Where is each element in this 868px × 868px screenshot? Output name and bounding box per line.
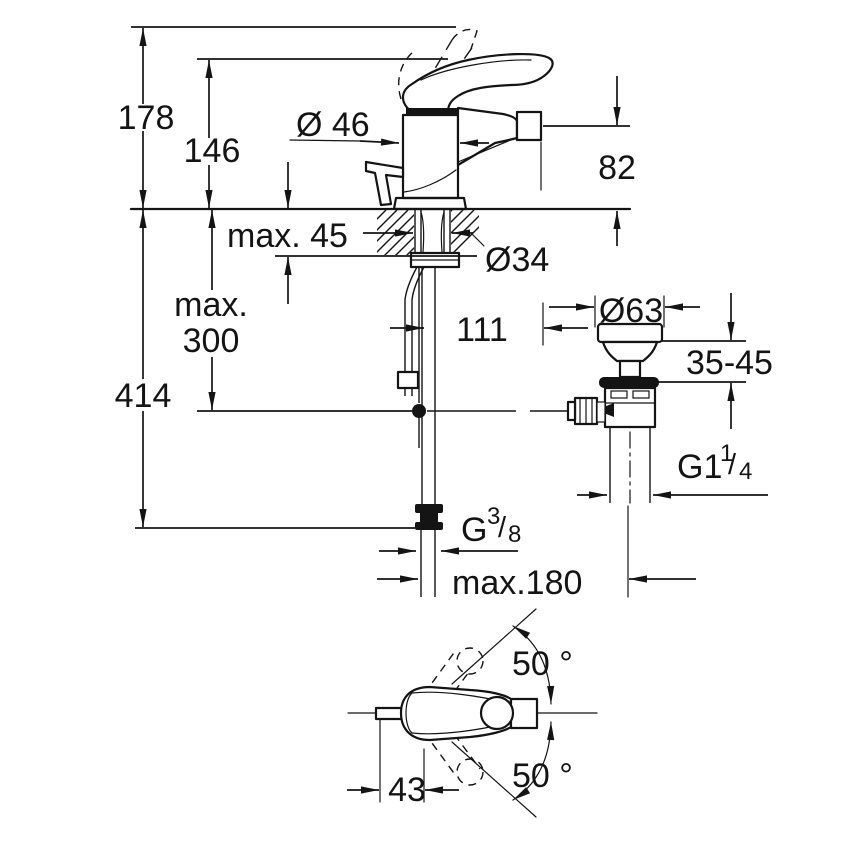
dim-111-label: 111 [456,311,508,349]
waste-actuator-knob [566,396,614,426]
g1-slash: / [728,449,737,481]
dimension-labels: 178 146 Ø 46 82 max. 45 Ø34 max. 300 111… [115,99,773,809]
dim-82-label: 82 [598,149,636,187]
pop-up-pull-rod [364,160,405,207]
dim-178-label: 178 [118,99,175,137]
dim-g-3-8-label: G 3 / 8 [461,503,521,549]
g38-numerator: 3 [487,503,500,530]
pop-up-waste-assembly [566,322,664,504]
dim-g1-1-4-label: G1 1 / 4 [677,440,752,486]
spout [456,106,519,167]
faucet-base [392,196,468,211]
inlet-stub [374,706,404,721]
cartridge-circle [479,695,515,731]
short-hose-fitting [396,370,420,390]
aerator [515,110,543,142]
g1-denominator: 4 [739,458,752,485]
lever-handle [401,52,554,114]
g1-numerator: 1 [720,440,733,467]
waste-seal [599,377,659,388]
dim-diameter-34-label: Ø34 [485,241,549,279]
g1-base: G1 [677,448,722,486]
waste-plug-guide [618,359,642,379]
dim-50deg-lower-label: 50 ° [512,757,573,795]
dim-max-300-label-line2: 300 [183,322,240,360]
handle-position-lower [456,758,484,786]
dim-diameter-46-label: Ø 46 [296,106,370,144]
aerator-top-view [509,697,539,730]
dim-max-180-label: max.180 [452,564,582,602]
mounting-shank [409,209,461,269]
supply-hoses [396,266,576,597]
body-top-view [399,685,513,742]
dimension-lines [129,26,768,803]
dim-50deg-upper-label: 50 ° [512,645,573,683]
g38-denominator: 8 [508,521,521,548]
g38-slash: / [498,512,507,544]
dim-max-45-label: max. 45 [227,217,348,255]
pivot-ball [412,404,426,418]
handle-position-upper [456,647,484,675]
dim-35-45-label: 35-45 [686,344,773,382]
dim-414-label: 414 [115,377,172,415]
dim-diameter-63-label: Ø63 [599,292,663,330]
faucet-front-view [364,28,576,597]
faucet-body [401,113,460,200]
faucet-top-view [347,608,598,818]
g38-base: G [461,511,487,549]
dim-43-label: 43 [388,771,426,809]
dim-max-300-label-line1: max. [174,286,248,324]
dim-146-label: 146 [184,132,241,170]
g38-fitting [415,504,443,530]
